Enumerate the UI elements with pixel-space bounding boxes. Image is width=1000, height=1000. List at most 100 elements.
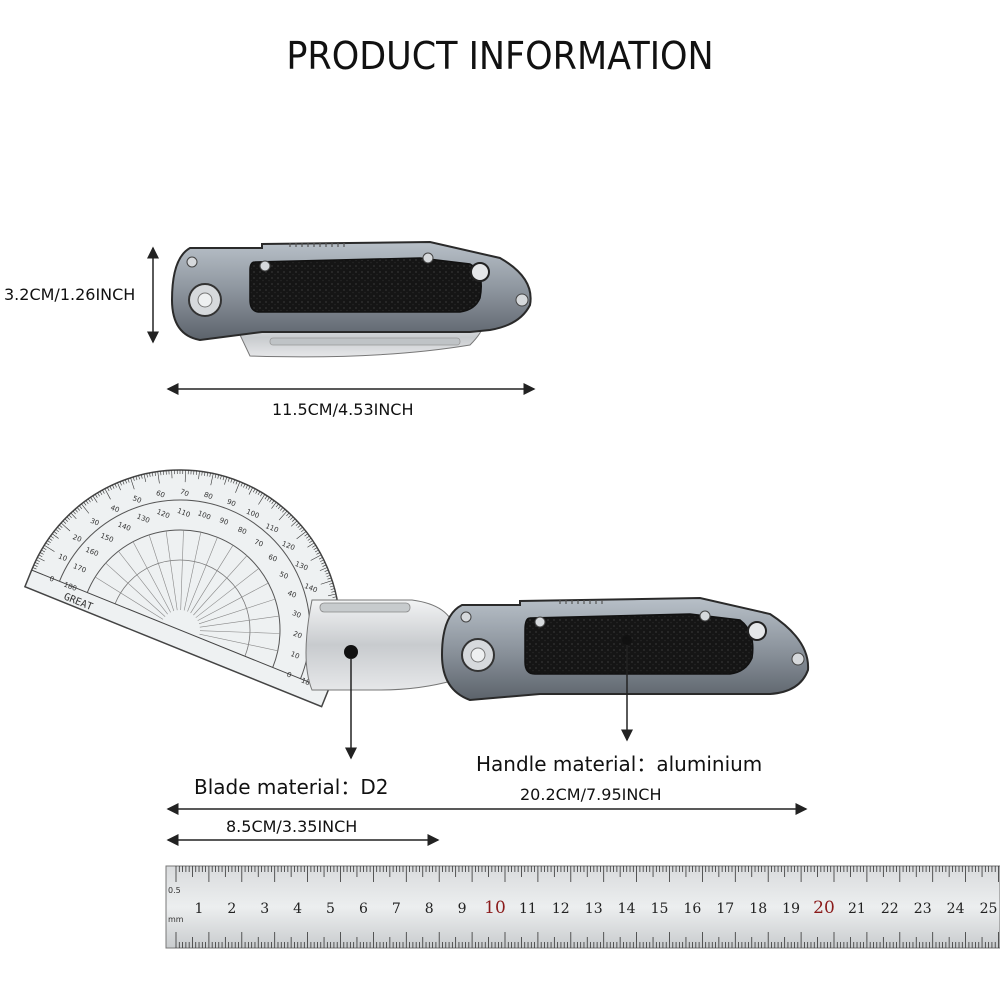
protractor-inner-label: 0 <box>285 671 292 680</box>
protractor-ray <box>190 545 234 614</box>
protractor-tick <box>165 470 167 475</box>
protractor-tick <box>222 476 225 481</box>
protractor-tick <box>107 487 110 492</box>
lock-button <box>470 262 490 282</box>
handle-material-label: Handle material：aluminium <box>476 752 763 776</box>
protractor-tick <box>260 492 263 497</box>
protractor-tick <box>329 585 334 588</box>
ruler-number: 2 <box>227 901 236 917</box>
ruler-number: 16 <box>683 901 701 917</box>
protractor-inner-label: 80 <box>237 525 248 536</box>
protractor-tick <box>146 473 148 478</box>
protractor-tick <box>307 542 315 548</box>
protractor-ray <box>180 530 184 611</box>
ruler-number: 6 <box>359 901 368 917</box>
protractor-tick <box>52 533 59 539</box>
protractor-tick <box>322 564 327 567</box>
ruler-number: 11 <box>519 901 537 917</box>
protractor-tick <box>182 470 184 475</box>
protractor-tick <box>53 531 58 535</box>
protractor-tick <box>327 577 332 580</box>
protractor-outer-label: 70 <box>179 488 190 499</box>
page-title: PRODUCT INFORMATION <box>286 34 714 78</box>
protractor-tick <box>57 526 61 530</box>
protractor-tick <box>266 497 270 501</box>
protractor-tick <box>320 559 324 562</box>
protractor-tick <box>252 488 256 493</box>
protractor-tick <box>94 494 98 498</box>
protractor-tick <box>296 531 307 540</box>
ruler-number: 7 <box>392 901 401 917</box>
protractor-tick <box>304 533 308 537</box>
protractor-tick <box>214 474 217 479</box>
protractor-ray <box>187 537 218 612</box>
protractor-tick <box>245 484 248 489</box>
open-knife <box>305 596 810 702</box>
protractor-tick <box>135 476 138 481</box>
protractor-tick <box>36 559 40 562</box>
protractor-tick <box>160 471 162 476</box>
protractor-tick <box>271 500 275 504</box>
protractor-ray <box>199 630 280 634</box>
protractor-inner-label: 70 <box>253 538 264 549</box>
protractor-tick <box>280 507 284 511</box>
protractor-tick <box>151 472 154 477</box>
protractor-tick <box>55 529 59 533</box>
protractor-tick <box>97 492 100 497</box>
protractor-tick <box>248 486 251 490</box>
protractor-tick <box>143 474 147 482</box>
blade-fuller <box>319 602 411 613</box>
protractor-outer-label: 0 <box>48 575 55 584</box>
protractor-tick <box>288 514 292 518</box>
ruler-number: 4 <box>293 901 302 917</box>
ruler-number: 24 <box>947 901 965 917</box>
protractor-ray <box>148 534 175 612</box>
protractor-tick <box>271 502 277 509</box>
ruler-number: 13 <box>585 901 603 917</box>
protractor-ray <box>95 576 164 620</box>
protractor-tick <box>124 479 127 484</box>
protractor-tick <box>301 529 305 533</box>
protractor-tick <box>313 547 318 550</box>
protractor-ray <box>199 633 278 652</box>
protractor-ray <box>198 598 276 625</box>
protractor-tick <box>321 562 326 565</box>
protractor-tick <box>90 497 94 501</box>
protractor-ray <box>165 530 178 611</box>
protractor-tick <box>319 567 328 571</box>
protractor-tick <box>60 522 71 532</box>
protractor-tick <box>39 552 44 555</box>
protractor-tick <box>282 509 286 513</box>
protractor-tick <box>307 537 312 541</box>
protractor-tick <box>198 471 200 480</box>
protractor-tick <box>45 542 50 546</box>
protractor-ray <box>183 532 202 611</box>
protractor-tick <box>50 535 54 539</box>
protractor-tick <box>230 478 233 483</box>
protractor-tick <box>243 483 246 488</box>
protractor-tick <box>224 476 228 485</box>
closed-height-label: 3.2CM/1.26INCH <box>4 285 136 304</box>
closed-length-label: 11.5CM/4.53INCH <box>272 400 414 419</box>
protractor-inner-label: 10 <box>289 650 300 661</box>
protractor-tick <box>87 498 91 503</box>
protractor-tick <box>83 502 87 506</box>
protractor-tick <box>162 470 164 475</box>
protractor-tick <box>138 475 140 480</box>
protractor-tick <box>331 591 336 593</box>
protractor-tick <box>174 470 175 475</box>
protractor-outer-label: 60 <box>155 489 166 500</box>
ruler-number: 3 <box>260 901 269 917</box>
ruler-number: 18 <box>749 901 767 917</box>
ruler-number: 8 <box>425 901 434 917</box>
protractor-tick <box>286 512 290 517</box>
total-length-label: 20.2CM/7.95INCH <box>520 785 662 804</box>
ruler-number: 25 <box>980 901 998 917</box>
protractor-tick <box>278 510 288 521</box>
closed-knife-jimping <box>289 243 345 247</box>
protractor-inner-label: 90 <box>218 516 229 527</box>
protractor-inner-label: 30 <box>291 609 302 620</box>
protractor-outer-label: 20 <box>71 533 82 544</box>
protractor-tick <box>318 557 323 560</box>
